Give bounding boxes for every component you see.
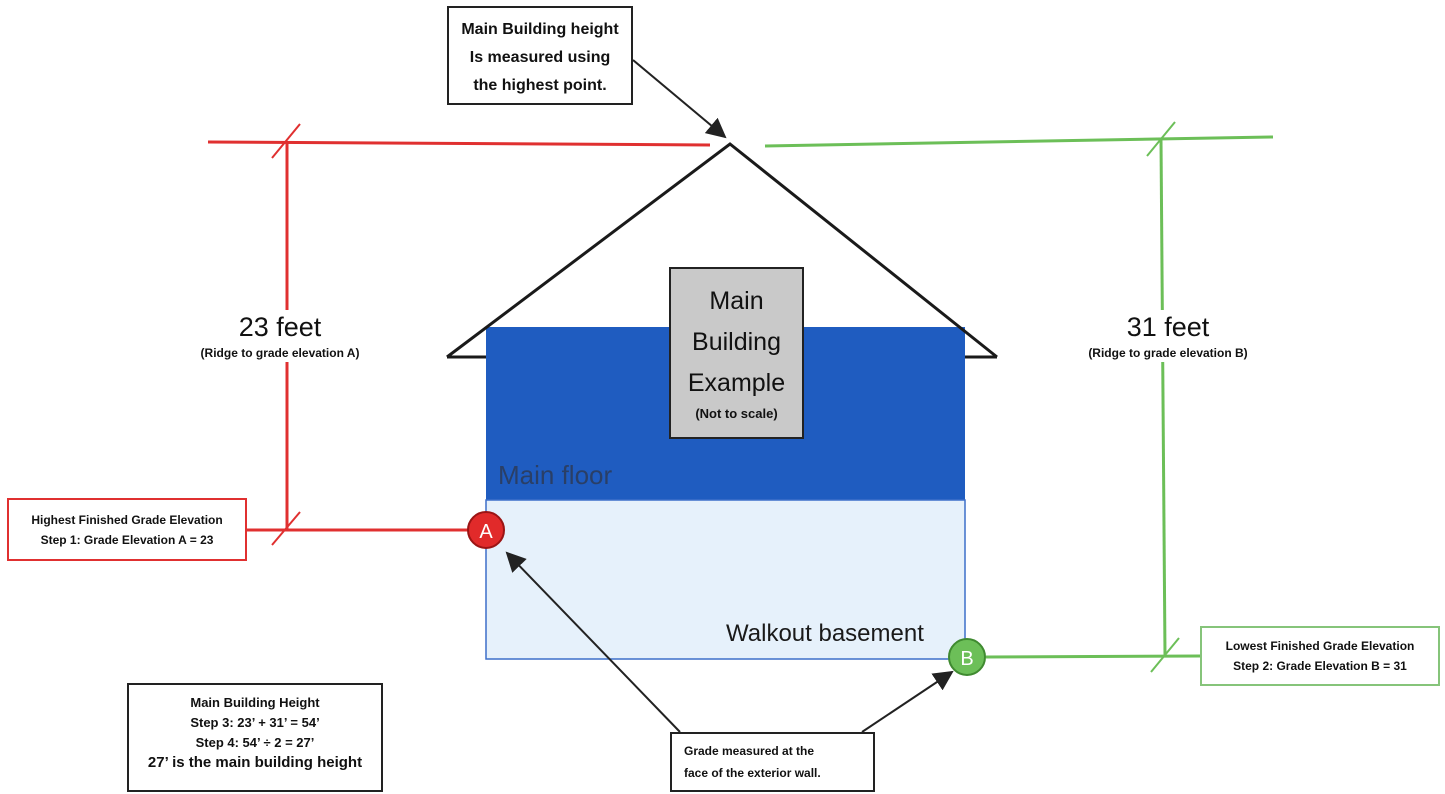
highest-grade-step: Step 1: Grade Elevation A = 23 [40, 533, 214, 547]
lowest-grade-step: Step 2: Grade Elevation B = 31 [1233, 659, 1407, 673]
building-height-title: Main Building Height [190, 695, 320, 710]
green-ridge-line [764, 135, 1274, 148]
grade-measured-note: Grade measured at the face of the exteri… [670, 732, 875, 792]
building-label-line-1: Main [709, 287, 764, 315]
measurement-a: 23 feet (Ridge to grade elevation A) [180, 310, 380, 362]
grade-marker-a: A [467, 511, 505, 549]
red-tick-top [271, 123, 301, 159]
lowest-grade-title: Lowest Finished Grade Elevation [1225, 639, 1415, 653]
measurement-a-value: 23 feet [238, 312, 322, 342]
green-grade-line [985, 654, 1201, 659]
grade-note-line-2: face of the exterior wall. [684, 766, 821, 780]
grade-note-line-1: Grade measured at the [684, 744, 815, 758]
green-tick-top [1146, 121, 1176, 157]
roof-outline [446, 142, 998, 359]
main-floor-label: Main floor [498, 460, 613, 490]
callout-line-1: Main Building height [461, 21, 619, 38]
highest-point-callout: Main Building height Is measured using t… [447, 6, 633, 105]
callout-line-2: Is measured using [469, 49, 611, 66]
grade-marker-b: B [948, 638, 986, 676]
highest-grade-box: Highest Finished Grade Elevation Step 1:… [7, 498, 247, 561]
building-height-step-4: Step 4: 54’ ÷ 2 = 27’ [195, 735, 315, 750]
green-dimension-line [1159, 139, 1167, 657]
measurement-b: 31 feet (Ridge to grade elevation B) [1068, 310, 1268, 362]
building-label-line-3: Example [687, 369, 786, 397]
building-label-note: (Not to scale) [695, 406, 778, 421]
callout-line-3: the highest point. [473, 77, 607, 94]
building-example-label: Main Building Example (Not to scale) [669, 267, 804, 439]
highest-grade-title: Highest Finished Grade Elevation [31, 513, 223, 527]
arrow-to-marker-a [505, 551, 681, 733]
measurement-a-note: (Ridge to grade elevation A) [200, 346, 360, 360]
basement-block [485, 499, 966, 660]
red-ridge-line [207, 140, 711, 147]
measurement-b-value: 31 feet [1126, 312, 1210, 342]
lowest-grade-box: Lowest Finished Grade Elevation Step 2: … [1200, 626, 1440, 686]
building-height-box: Main Building Height Step 3: 23’ + 31’ =… [127, 683, 383, 792]
arrow-to-marker-b [861, 670, 954, 733]
basement-label: Walkout basement [726, 620, 924, 647]
building-height-step-3: Step 3: 23’ + 31’ = 54’ [190, 715, 320, 730]
building-height-result: 27’ is the main building height [147, 754, 363, 771]
building-label-line-2: Building [692, 328, 781, 356]
arrow-to-ridge [632, 59, 727, 139]
measurement-b-note: (Ridge to grade elevation B) [1088, 346, 1248, 360]
